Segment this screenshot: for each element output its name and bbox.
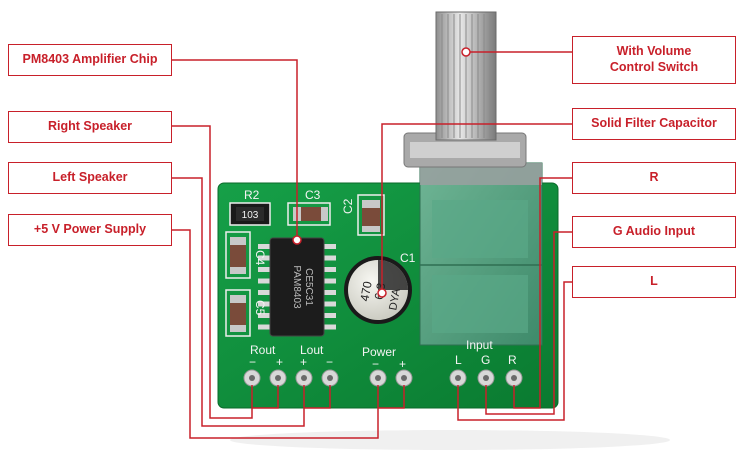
chip-pin — [258, 301, 272, 307]
leader-endpoints — [292, 47, 471, 298]
chip-pin — [322, 324, 336, 330]
potentiometer — [403, 11, 543, 346]
shaft-knurl-lines — [441, 14, 491, 138]
callout-right-speaker-text: Right Speaker — [47, 119, 133, 134]
leader-right-speaker — [172, 125, 253, 419]
solder-pad-hole — [455, 375, 461, 381]
callout-left-speaker-text: Left Speaker — [52, 170, 128, 185]
callout-g-audio-input: G Audio Input — [572, 216, 736, 248]
callout-r: R — [572, 162, 736, 194]
silk-c3: C3 — [305, 188, 321, 202]
silk-lout-plus: + — [300, 355, 307, 369]
chip-pin — [258, 313, 272, 318]
capacitor-c4 — [225, 231, 251, 279]
leader-left-speaker-b — [304, 385, 331, 409]
chip-pin — [322, 267, 336, 272]
solder-pads — [243, 369, 523, 387]
chip-pin — [322, 278, 336, 284]
callout-power-supply-text: +5 V Power Supply — [33, 222, 147, 237]
callout-amplifier-chip-text: PM8403 Amplifier Chip — [22, 52, 158, 67]
solder-pad-hole — [375, 375, 381, 381]
callout-amplifier-chip: PM8403 Amplifier Chip — [8, 44, 172, 76]
callout-volume-switch-line2: Control Switch — [609, 60, 699, 74]
chip-marking-line1: PAM8403 — [291, 265, 302, 309]
callout-l: L — [572, 266, 736, 298]
silk-power-plus: + — [399, 357, 406, 371]
silk-input: Input — [466, 338, 493, 352]
chip-marking-line2: CE5C31 — [303, 268, 314, 306]
callout-left-speaker: Left Speaker — [8, 162, 172, 194]
leader-l — [457, 281, 572, 421]
chip-pin — [322, 290, 336, 295]
resistor-r2: 103 — [229, 202, 271, 226]
capacitor-c2 — [357, 194, 385, 236]
solder-pad-hole — [301, 375, 307, 381]
callout-volume-switch: With Volume Control Switch — [572, 36, 736, 84]
silk-rout-plus: + — [276, 355, 283, 369]
silk-power: Power — [362, 345, 396, 359]
chip-pin — [322, 301, 336, 307]
amplifier-chip: PAM8403 CE5C31 — [258, 237, 336, 337]
silk-power-minus: − — [372, 357, 379, 371]
solder-pad-hole — [511, 375, 517, 381]
board-shadow — [230, 430, 670, 450]
filter-capacitor: 470 6.3 DYA — [344, 256, 412, 324]
callout-l-text: L — [650, 274, 658, 289]
silk-c4: C4 — [253, 250, 267, 266]
silk-c5: C5 — [253, 300, 267, 316]
chip-pin — [322, 244, 336, 249]
callout-power-supply: +5 V Power Supply — [8, 214, 172, 246]
silk-input-l: L — [455, 353, 462, 367]
solder-pad-hole — [275, 375, 281, 381]
silk-lout-minus: − — [326, 355, 333, 369]
chip-pin — [258, 290, 272, 295]
solder-pad-hole — [483, 375, 489, 381]
silk-input-r: R — [508, 353, 517, 367]
silk-input-g: G — [481, 353, 490, 367]
callout-filter-capacitor-text: Solid Filter Capacitor — [591, 116, 717, 131]
chip-pin — [322, 313, 336, 318]
leader-left-speaker — [172, 177, 305, 427]
leader-amplifier-chip — [172, 59, 298, 240]
silk-lout: Lout — [300, 343, 324, 357]
leader-power-supply-b — [378, 385, 405, 409]
leader-right-speaker-b — [252, 385, 279, 409]
chip-pin — [258, 267, 272, 272]
resistor-code: 103 — [242, 210, 259, 221]
callout-right-speaker: Right Speaker — [8, 111, 172, 143]
callout-r-text: R — [649, 170, 659, 185]
callout-filter-capacitor: Solid Filter Capacitor — [572, 108, 736, 140]
silk-c2: C2 — [341, 198, 355, 214]
solder-pad-hole — [327, 375, 333, 381]
callout-volume-switch-line1: With Volume — [616, 44, 692, 59]
chip-pin — [258, 255, 272, 261]
chip-pin — [258, 278, 272, 284]
leader-r — [513, 177, 572, 409]
silk-r2: R2 — [244, 188, 260, 202]
leader-g-audio-input — [485, 231, 572, 415]
leader-power-supply — [172, 229, 379, 439]
callout-leader-lines — [172, 51, 572, 439]
chip-pin — [258, 244, 272, 249]
silk-rout: Rout — [250, 343, 276, 357]
silk-c1: C1 — [400, 251, 416, 265]
solder-pad-hole — [249, 375, 255, 381]
callout-g-audio-input-text: G Audio Input — [612, 224, 696, 239]
capacitor-marking-line1: 470 — [357, 280, 374, 302]
chip-pin — [258, 324, 272, 330]
chip-pin — [322, 255, 336, 261]
capacitor-c5 — [225, 289, 251, 337]
capacitor-marking-line3: DYA — [387, 287, 403, 311]
solder-pad-hole — [401, 375, 407, 381]
leader-filter-capacitor — [381, 123, 572, 293]
silk-rout-minus: − — [249, 355, 256, 369]
